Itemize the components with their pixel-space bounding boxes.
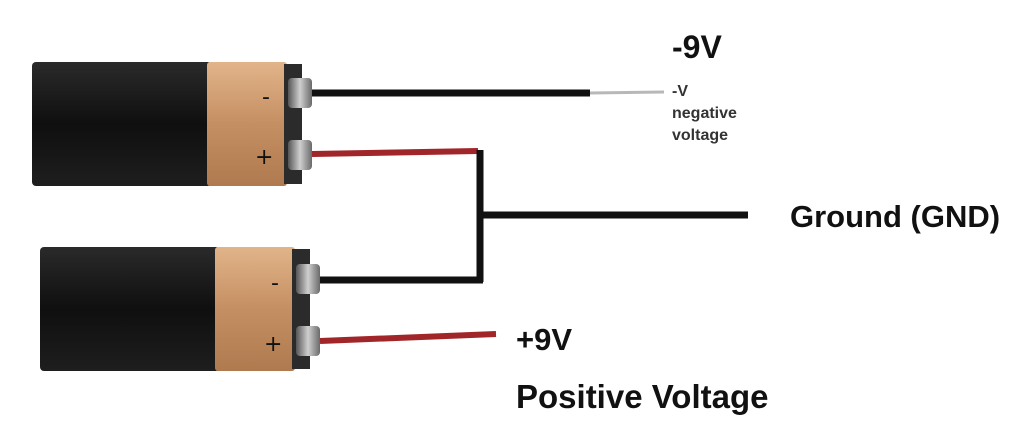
- positive-voltage-subtitle: Positive Voltage: [516, 378, 768, 415]
- ground-label: Ground (GND): [790, 199, 1000, 234]
- battery-bottom-plus-terminal: [296, 326, 320, 356]
- battery-top-plus-terminal: [288, 140, 312, 170]
- negative-voltage-line1: -V: [672, 83, 688, 100]
- top-negative-bare-tip: [589, 90, 665, 95]
- battery-top-body: [32, 62, 212, 186]
- negative-voltage-line3: voltage: [672, 127, 728, 144]
- battery-bottom-cap: [215, 247, 295, 371]
- battery-bottom-minus-terminal: [296, 264, 320, 294]
- battery-top-plus-sign: +: [255, 145, 273, 170]
- battery-bottom-minus-sign: -: [271, 271, 279, 296]
- positive-voltage-title: +9V: [516, 322, 572, 357]
- battery-top-cap: [207, 62, 287, 186]
- battery-top: - +: [32, 62, 312, 186]
- battery-top-minus-sign: -: [262, 85, 270, 110]
- bottom-positive-wire: [319, 331, 497, 344]
- top-positive-wire: [311, 148, 479, 157]
- battery-bottom-plus-sign: +: [264, 332, 282, 357]
- negative-voltage-title: -9V: [672, 29, 722, 65]
- battery-bottom: - +: [40, 247, 320, 371]
- battery-top-minus-terminal: [288, 78, 312, 108]
- battery-bottom-body: [40, 247, 220, 371]
- negative-voltage-line2: negative: [672, 105, 737, 122]
